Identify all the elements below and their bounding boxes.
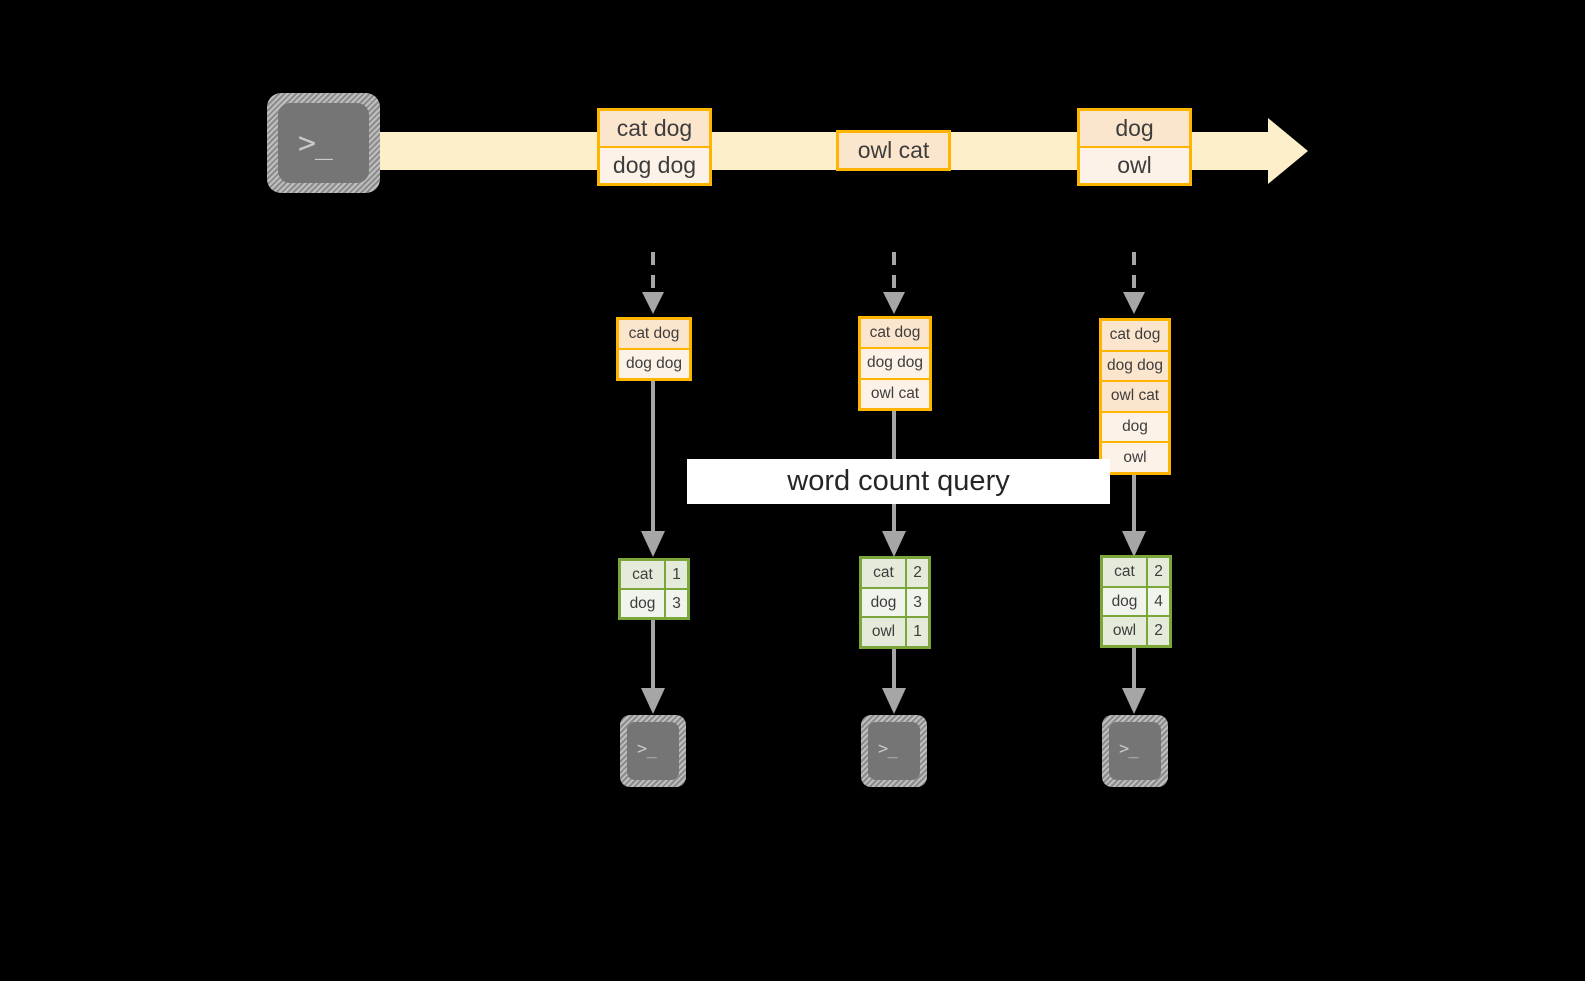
terminal-prompt-glyph: >_ — [1119, 739, 1139, 759]
result-word: owl — [862, 618, 907, 646]
source-terminal-icon: >_ — [267, 93, 380, 193]
result-row: owl 2 — [1103, 617, 1169, 645]
result-count: 2 — [907, 559, 928, 587]
result-word: cat — [862, 559, 907, 587]
result-word: dog — [862, 588, 907, 617]
dashed-arrow-down-icon-1 — [642, 252, 664, 314]
batch-line: cat dog — [619, 320, 689, 350]
terminal-screen — [627, 722, 679, 780]
batch-line: dog dog — [861, 349, 929, 380]
terminal-prompt-glyph: >_ — [298, 126, 333, 161]
sink-connector-2 — [882, 649, 906, 714]
result-count: 2 — [1148, 558, 1169, 586]
result-table-3: cat 2 dog 4 owl 2 — [1100, 555, 1172, 648]
batch-line: owl cat — [861, 379, 929, 408]
sink-terminal-icon-2: >_ — [861, 715, 927, 787]
dashed-arrow-down-icon-3 — [1123, 252, 1145, 314]
sink-terminal-icon-1: >_ — [620, 715, 686, 787]
query-label-band: word count query — [687, 459, 1110, 504]
batch-box-3: cat dog dog dog owl cat dog owl — [1099, 318, 1171, 475]
stream-event-line: dog — [1080, 111, 1189, 148]
query-label: word count query — [787, 465, 1010, 497]
stream-event-line: cat dog — [600, 111, 709, 148]
result-row: dog 3 — [862, 588, 928, 619]
stream-event-box-2: owl cat — [836, 130, 951, 171]
terminal-screen — [278, 103, 369, 183]
batch-line: cat dog — [861, 319, 929, 350]
result-word: owl — [1103, 617, 1148, 645]
result-count: 3 — [666, 590, 687, 617]
result-count: 4 — [1148, 587, 1169, 616]
result-word: dog — [1103, 587, 1148, 616]
query-connector-3 — [1122, 475, 1146, 557]
batch-line: dog — [1102, 412, 1168, 444]
batch-box-1: cat dog dog dog — [616, 317, 692, 381]
result-table-1: cat 1 dog 3 — [618, 558, 690, 620]
result-row: cat 2 — [1103, 558, 1169, 588]
stream-event-box-3: dog owl — [1077, 108, 1192, 186]
result-table-2: cat 2 dog 3 owl 1 — [859, 556, 931, 649]
stream-event-box-1: cat dog dog dog — [597, 108, 712, 186]
batch-line: dog dog — [1102, 351, 1168, 383]
stream-event-line: dog dog — [600, 148, 709, 183]
sink-connector-3 — [1122, 648, 1146, 714]
stream-event-line: owl cat — [839, 133, 948, 168]
result-word: cat — [1103, 558, 1148, 586]
result-count: 1 — [907, 618, 928, 646]
batch-line: owl — [1102, 443, 1168, 472]
result-word: dog — [621, 590, 666, 617]
result-row: cat 1 — [621, 561, 687, 590]
arrow-right-icon — [1262, 118, 1308, 184]
result-count: 1 — [666, 561, 687, 588]
terminal-screen — [1109, 722, 1161, 780]
result-word: cat — [621, 561, 666, 588]
sink-connector-1 — [641, 620, 665, 714]
terminal-screen — [868, 722, 920, 780]
result-count: 2 — [1148, 617, 1169, 645]
result-row: dog 3 — [621, 590, 687, 617]
batch-line: cat dog — [1102, 321, 1168, 352]
batch-box-2: cat dog dog dog owl cat — [858, 316, 932, 411]
result-count: 3 — [907, 588, 928, 617]
dashed-arrow-down-icon-2 — [883, 252, 905, 314]
batch-line: dog dog — [619, 350, 689, 378]
result-row: dog 4 — [1103, 587, 1169, 618]
terminal-prompt-glyph: >_ — [878, 739, 898, 759]
stream-event-line: owl — [1080, 148, 1189, 183]
terminal-prompt-glyph: >_ — [637, 739, 657, 759]
query-connector-1 — [641, 381, 665, 557]
sink-terminal-icon-3: >_ — [1102, 715, 1168, 787]
batch-line: owl cat — [1102, 382, 1168, 413]
result-row: owl 1 — [862, 618, 928, 646]
result-row: cat 2 — [862, 559, 928, 589]
